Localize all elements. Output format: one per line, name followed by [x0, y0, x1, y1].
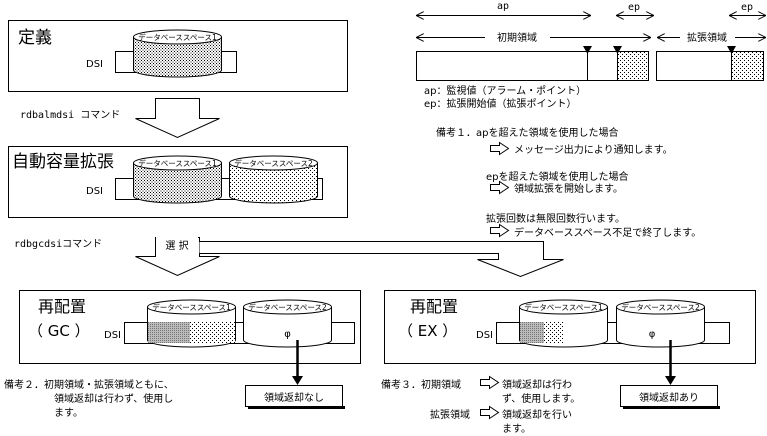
note3-arrow-a — [480, 375, 500, 390]
note3-label: 備考３．初期領域 — [381, 378, 461, 391]
define-db1-label: データベーススペース1 — [138, 32, 217, 42]
expansion-area-ep-fill — [731, 52, 763, 80]
gc-phi: φ — [284, 329, 291, 340]
define-dsi-label: DSI — [86, 59, 103, 70]
initial-area-bar — [416, 51, 649, 81]
auto-expand-frame — [8, 146, 348, 218]
ex-result-label: 領域返却あり — [639, 391, 699, 404]
legend-ep: ep：拡張開始値（拡張ポイント） — [424, 97, 577, 110]
auto-db1-label: データベーススペース1 — [138, 158, 217, 168]
ap-marker — [583, 46, 592, 54]
note3: 備考３．初期領域 領域返却は行わ ず、使用します。 拡張領域 領域返却を行い ま… — [381, 375, 580, 435]
note2: 備考２．初期領域・拡張領域ともに、 領域返却は行わず、使用し ます。 — [4, 378, 174, 419]
note3-b1: 領域返却を行い — [502, 408, 572, 421]
define-frame — [8, 20, 348, 92]
legend-ap: ap：監視値（アラーム・ポイント） — [424, 84, 586, 97]
note1-title: 備考１．apを超えた領域を使用した場合 — [436, 126, 618, 139]
note1: 備考１．apを超えた領域を使用した場合 メッセージ出力により通知します。 epを… — [436, 126, 701, 239]
define-panel: 定義 DSI データベーススペース1 — [8, 20, 348, 92]
gc-result-shadow — [248, 406, 345, 409]
note1-a: メッセージ出力により通知します。 — [514, 143, 673, 156]
gc-result-label: 領域返却なし — [264, 391, 324, 404]
gc-db1-cylinder: データベーススペース1 — [147, 299, 236, 348]
define-db1-cylinder: データベーススペース1 — [133, 29, 222, 78]
ex-db2-label: データベーススペース2 — [621, 302, 700, 312]
ex-panel: 再配置 （ EX ） DSI データベーススペース1 データベーススペース2 φ… — [384, 290, 756, 409]
note3-a1: 領域返却は行わ — [502, 378, 572, 391]
gc-db2-label: データベーススペース2 — [248, 302, 327, 312]
ep-marker — [613, 46, 622, 54]
select-label: 選 択 — [165, 239, 188, 252]
expansion-area-label: 拡張領域 — [687, 31, 727, 44]
auto-dsi-label: DSI — [86, 186, 103, 197]
gc-dsi-label: DSI — [104, 330, 121, 341]
note1-c: データベーススペース不足で終了します。 — [514, 226, 701, 239]
note2-line2: 領域返却は行わず、使用し — [54, 392, 173, 405]
ex-phi: φ — [649, 329, 656, 340]
ep1-label: ep — [628, 2, 640, 13]
ex-dsi-label: DSI — [476, 330, 493, 341]
initial-area-ep-fill — [617, 52, 648, 80]
gc-mode: （ GC ） — [28, 322, 90, 340]
auto-expand-panel: 自動容量拡張 DSI データベーススペース1 データベーススペース2 — [8, 146, 348, 218]
gc-db1-label: データベーススペース1 — [152, 302, 231, 312]
note1-b: 領域拡張を開始します。 — [514, 182, 623, 195]
note1-arrow-a — [490, 141, 510, 156]
ex-db2-cylinder: データベーススペース2 φ — [616, 299, 705, 348]
auto-expand-title: 自動容量拡張 — [12, 152, 114, 172]
auto-db2-cylinder: データベーススペース2 — [229, 155, 318, 204]
ap-label: ap — [497, 1, 509, 12]
gc-db2-cylinder: データベーススペース2 φ — [243, 299, 332, 348]
note3-b-label: 拡張領域 — [430, 408, 470, 421]
cmd2-label: rdbgcdsiコマンド — [14, 239, 102, 250]
auto-db2-label: データベーススペース2 — [234, 158, 313, 168]
ex-result-shadow — [623, 406, 720, 409]
ep2-marker — [727, 46, 736, 54]
gc-title: 再配置 — [38, 297, 86, 316]
right-arrow-ex — [199, 241, 564, 278]
area-diagram: ap ep ep 初期領域 拡張領域 ap：監視値（アラーム・ポイント） ep：… — [416, 1, 766, 110]
initial-area-label: 初期領域 — [497, 31, 537, 44]
ex-mode: （ EX ） — [398, 322, 457, 340]
ex-title: 再配置 — [410, 297, 458, 316]
cmd1-label: rdbalmdsi コマンド — [20, 110, 120, 121]
note1-arrow-c — [490, 223, 510, 238]
define-title: 定義 — [18, 28, 52, 48]
note1-b-title: epを超えた領域を使用した場合 — [486, 170, 629, 183]
note1-c-title: 拡張回数は無限回数行います。 — [486, 212, 625, 225]
gc-frame — [19, 290, 361, 364]
note3-b2: ます。 — [502, 423, 531, 435]
down-arrow-1 — [135, 98, 220, 139]
ex-db1-cylinder: データベーススペース1 — [519, 299, 608, 348]
auto-db1-cylinder: データベーススペース1 — [133, 155, 222, 204]
note3-a2: ず、使用します。 — [502, 392, 580, 405]
gc-result-arrowhead — [292, 376, 303, 385]
select-box — [156, 235, 198, 254]
ex-result-arrowhead — [665, 376, 676, 385]
ex-frame — [384, 290, 756, 364]
note1-arrow-b — [490, 180, 510, 195]
gc-panel: 再配置 （ GC ） DSI データベーススペース1 データベーススペース2 φ… — [19, 290, 361, 409]
note2-line1: 備考２．初期領域・拡張領域ともに、 — [4, 378, 174, 391]
note2-line3: ます。 — [54, 407, 83, 419]
note3-arrow-b — [480, 405, 500, 420]
ex-db1-label: データベーススペース1 — [524, 302, 603, 312]
ep2-label: ep — [741, 2, 753, 13]
